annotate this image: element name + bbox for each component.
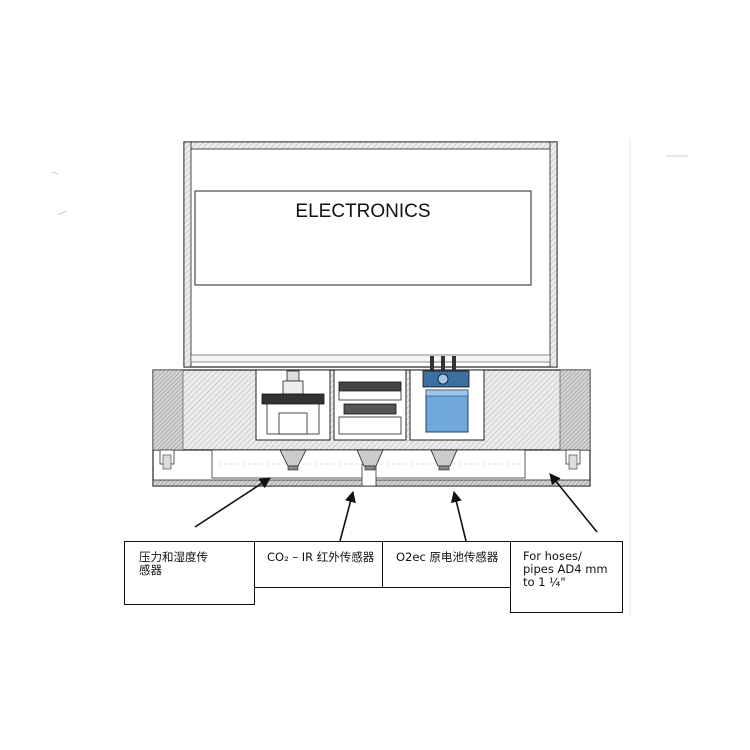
electronics-label: ELECTRONICS [295,201,430,222]
callout-o2ec-text: O2ec 原电池传感器 [396,550,499,564]
arrow-pressure-humidity [194,477,271,528]
callout-o2ec: O2ec 原电池传感器 [382,541,511,588]
pressure-humidity-sensor [255,369,331,471]
callout-pressure-humidity-line2: 感器 [139,563,162,577]
callout-hoses-line2: pipes AD4 mm [523,562,608,576]
callout-co2-ir: CO₂ – IR 红外传感器 [254,541,383,588]
arrow-co2-ir [339,490,356,542]
arrow-hoses [549,473,598,533]
callout-hoses-line3: to 1 ¼" [523,575,566,589]
arrow-o2ec [450,490,467,542]
callout-hoses-line1: For hoses/ [523,549,582,563]
callout-pressure-humidity-line1: 压力和湿度传 [139,550,208,564]
callout-hoses: For hoses/ pipes AD4 mm to 1 ¼" [510,541,623,613]
o2ec-sensor [409,356,485,471]
co2-ir-sensor [333,369,407,471]
electronics-enclosure: ELECTRONICS [183,141,558,368]
callout-pressure-humidity: 压力和湿度传 感器 [124,541,255,605]
callout-co2-ir-text: CO₂ – IR 红外传感器 [267,550,375,564]
